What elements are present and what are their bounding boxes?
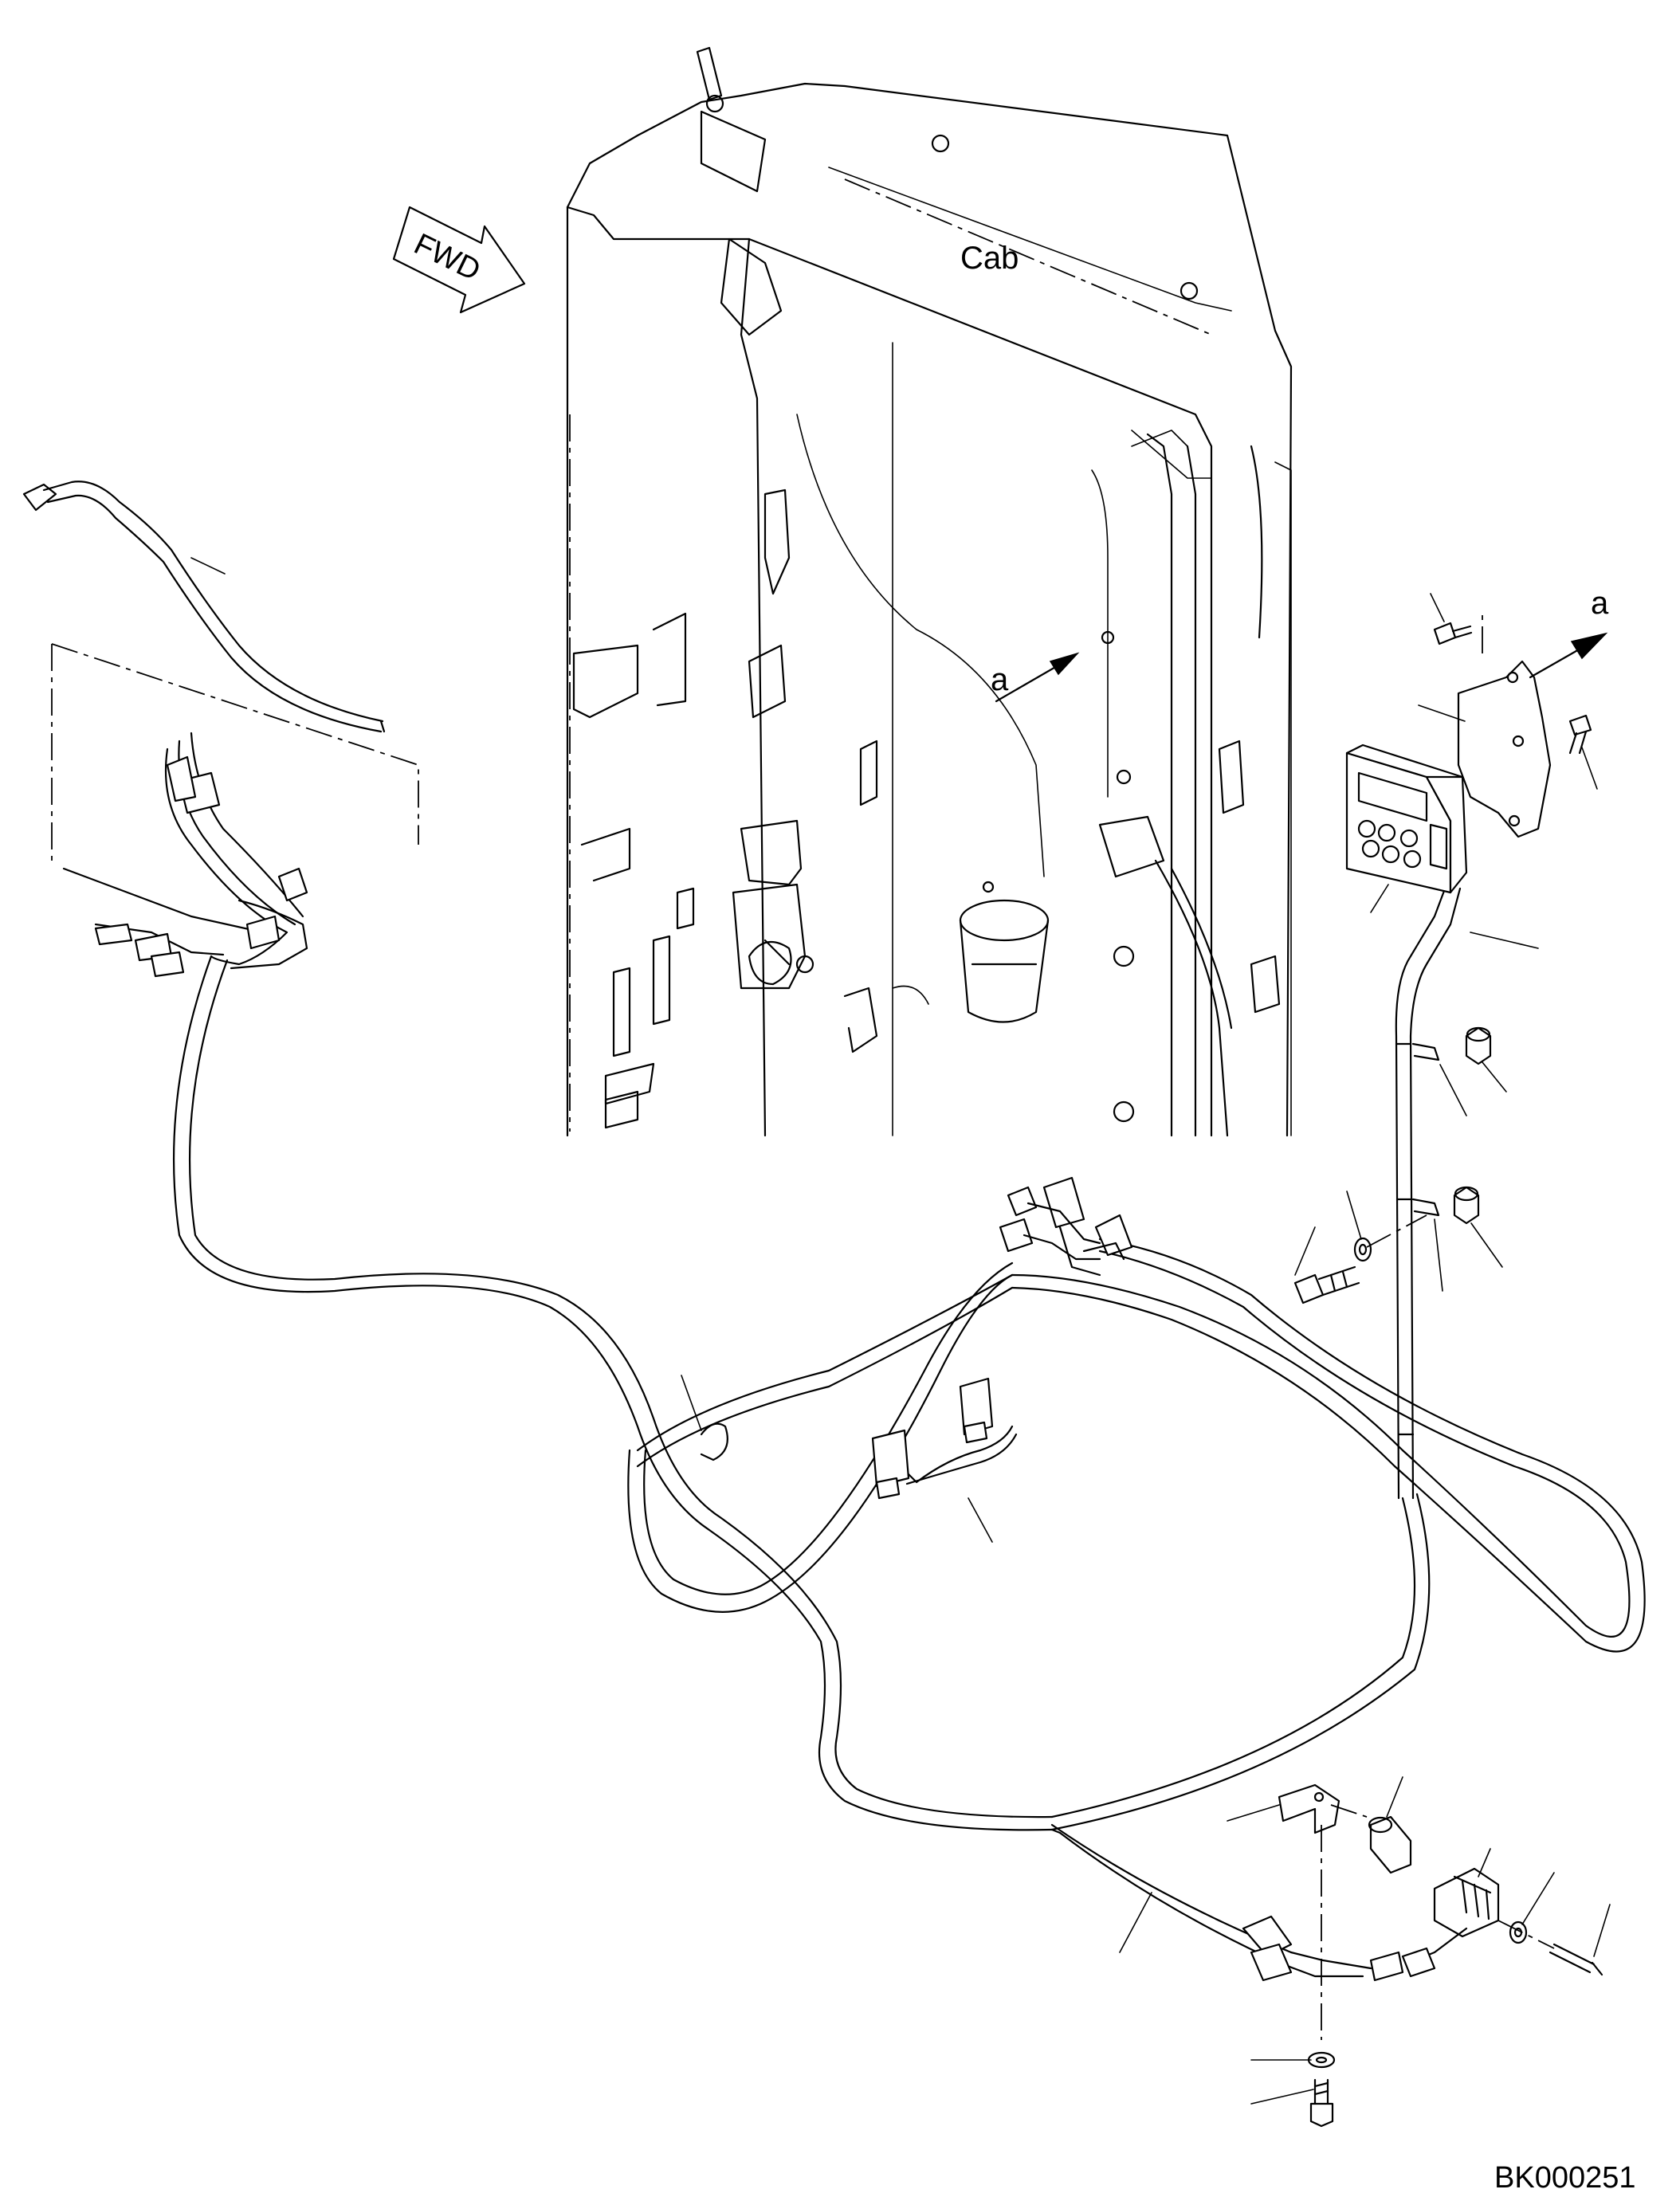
clamp-lower <box>1411 1198 1440 1217</box>
spacer-upper <box>1465 1026 1492 1065</box>
cab-illustration <box>566 46 1293 1137</box>
connector-group-top <box>999 1176 1133 1277</box>
display-controller <box>1345 743 1468 894</box>
bolt-clamp <box>1293 1265 1360 1304</box>
fwd-arrow-icon: FWD <box>392 206 526 314</box>
connector-group-lower <box>1242 1915 1404 1982</box>
mounting-bracket <box>1457 660 1552 838</box>
pigtail-harness <box>22 481 419 861</box>
washer-clamp <box>1353 1237 1372 1262</box>
long-bolt <box>1549 1943 1603 1976</box>
washer-lower-right <box>1509 1920 1528 1944</box>
cab-label: Cab <box>960 241 1019 276</box>
relay <box>1401 1867 1500 1978</box>
cup-holder <box>959 899 1050 1023</box>
clamp-upper <box>1411 1042 1440 1061</box>
harness-clip <box>700 1422 728 1461</box>
bolt-bottom <box>1309 2078 1334 2128</box>
view-ref-a-bracket: a <box>1591 586 1609 621</box>
bolt-right <box>1568 714 1592 755</box>
washer-bottom <box>1307 2051 1336 2069</box>
leader-lines <box>190 557 1611 2105</box>
view-arrow-cab <box>995 652 1080 703</box>
drawing-code: BK000251 <box>1494 2161 1636 2195</box>
spacer-lower <box>1453 1186 1480 1225</box>
connector-group-middle <box>871 1377 1018 1500</box>
connector-bundle-left <box>62 732 308 978</box>
bolt-upper <box>1433 622 1473 645</box>
view-ref-a-cab: a <box>991 662 1009 697</box>
bracket-lower <box>1278 1783 1340 1834</box>
collar <box>1368 1815 1412 1874</box>
view-arrow-bracket <box>1529 632 1608 679</box>
wire-harness <box>172 883 1646 1978</box>
